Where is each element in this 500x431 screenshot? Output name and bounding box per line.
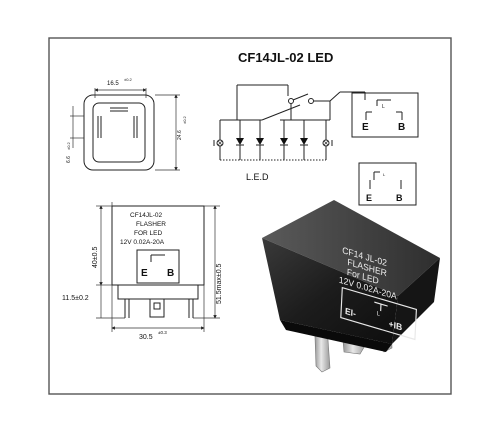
circuit-connector-l: L [382,104,385,110]
circuit-connector-b: B [398,122,405,133]
connector-pin-l: L [383,172,386,177]
led-circuit-diagram: L.E.D L E B [213,84,419,182]
photo-pin-l: L [376,311,380,318]
front-dim-bottom: 30.5 [139,334,153,341]
outer-frame [48,37,452,395]
top-view-height-dim: 24.6 [177,130,183,140]
top-view-width-tol: ±0.2 [124,77,133,82]
front-label-line1: CF14JL-02 [130,212,163,219]
photo-pin-left: EI- [345,306,356,319]
front-label-line3: FOR LED [134,230,162,237]
front-pin-b: B [167,268,174,279]
connector-pinout: L E B [358,162,417,206]
front-dim-bottom-tol: ±0.3 [158,330,167,335]
product-photo: CF14 JL-02 FLASHER For LED 12V 0.02A-20A… [262,200,440,373]
connector-pin-e: E [366,193,372,203]
front-view-drawing: CF14JL-02 FLASHER FOR LED 12V 0.02A-20A … [62,202,223,341]
top-view-height-tol: ±0.2 [182,115,187,124]
connector-pin-b: B [396,193,403,203]
front-dim-left-top: 40±0.5 [92,247,99,268]
front-pin-e: E [141,268,148,279]
circuit-connector-e: E [362,122,369,133]
front-label-line4: 12V 0.02A-20A [120,239,165,246]
top-view-pin-dim: 6.6 [66,156,72,163]
top-view-width-dim: 16.5 [107,81,119,87]
circuit-caption: L.E.D [246,172,269,182]
top-view-drawing: 16.5 ±0.2 24.6 ±0.2 6.6 ±0.2 [66,77,187,171]
top-view-pin-tol: ±0.2 [66,141,71,150]
photo-pin-right: +IB [388,319,403,333]
front-label-line2: FLASHER [136,221,166,228]
front-dim-right: 51.5max±0.5 [216,263,223,304]
page-title: CF14JL-02 LED [238,50,333,65]
front-dim-left-bottom: 11.5±0.2 [62,295,89,302]
